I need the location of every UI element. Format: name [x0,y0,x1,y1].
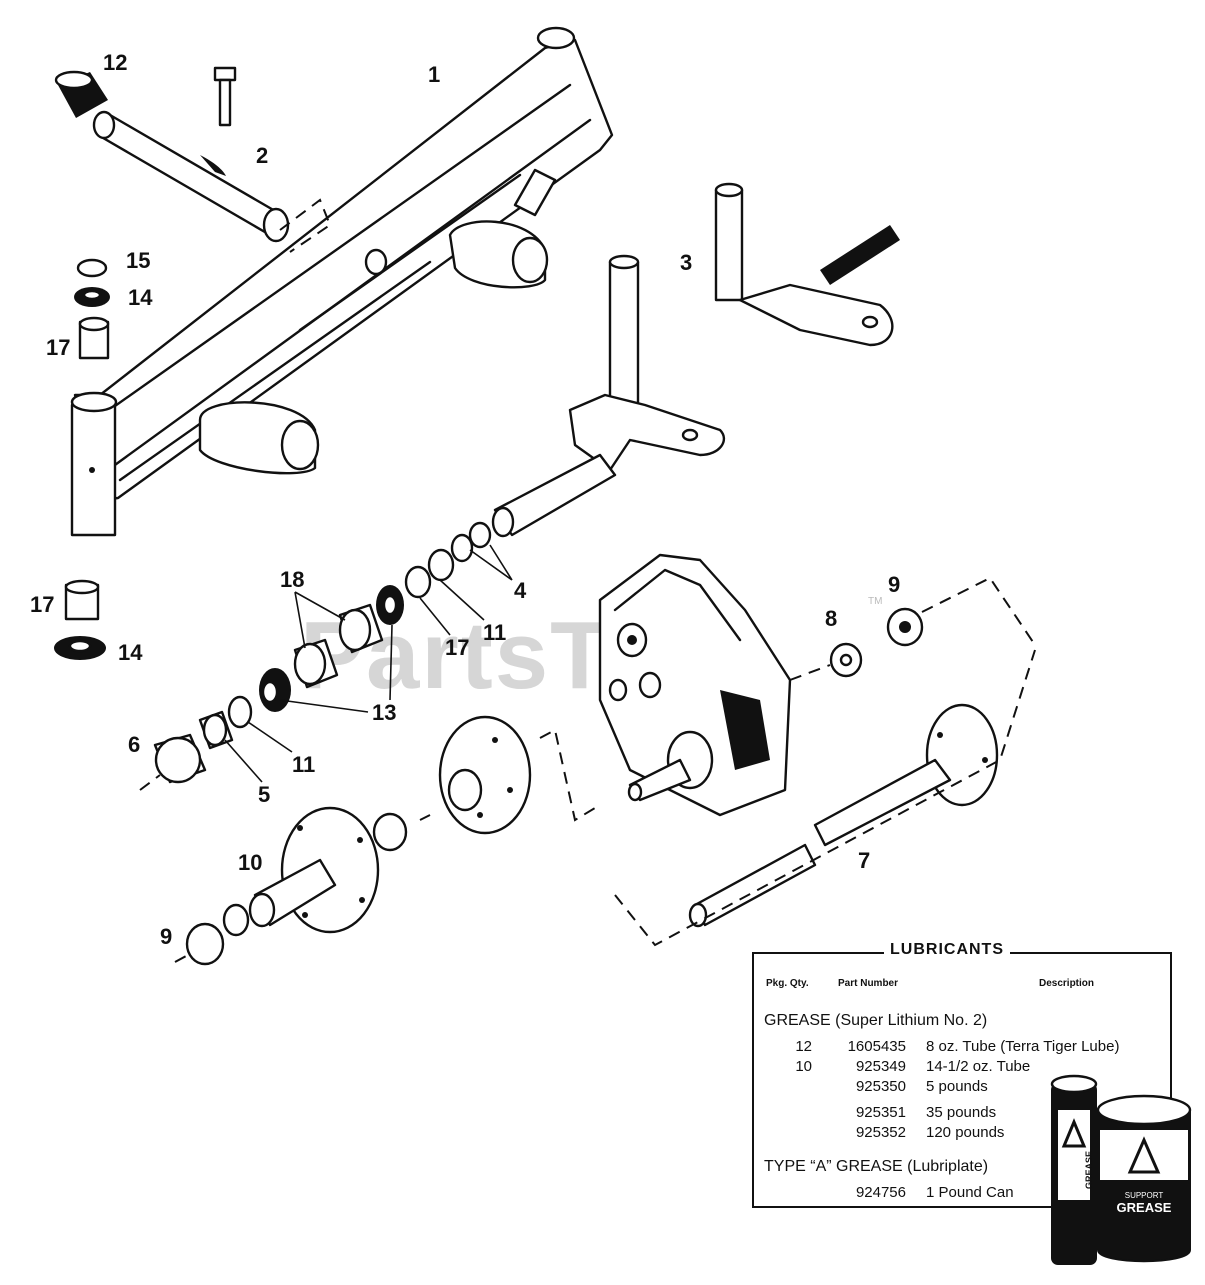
callout-12: 12 [103,50,127,75]
callout-1: 1 [428,62,440,87]
can-sublabel: SUPPORT [1125,1191,1164,1200]
callout-15: 15 [126,248,150,273]
column-header-qty: Pkg. Qty. [766,978,809,989]
callout-17-upper: 17 [46,335,70,360]
pin-cap [54,70,108,118]
callout-10: 10 [238,850,262,875]
wheel-hub-center [419,715,601,835]
tube-label: GREASE [1084,1151,1094,1189]
callouts: 1 2 3 4 5 6 7 8 9 9 10 11 11 12 13 14 14… [30,50,900,949]
callout-6: 6 [128,732,140,757]
can-label: GREASE [1117,1200,1172,1215]
callout-14-upper: 14 [128,285,153,310]
callout-17-middle: 17 [445,635,469,660]
upper-hardware-stack [74,258,110,360]
pivot-pin [92,66,332,253]
callout-11-lower: 11 [292,752,315,777]
callout-4: 4 [514,578,527,603]
bearing-set [139,585,404,791]
type-a-grease-heading: TYPE “A” GREASE (Lubriplate) [764,1158,989,1175]
steering-spindle-right [714,182,900,347]
callout-7: 7 [858,848,870,873]
transaxle-housing [598,553,792,817]
lower-hardware-stack [54,579,106,660]
spindle-washers [404,521,492,599]
callout-18: 18 [280,567,304,592]
callout-3: 3 [680,250,692,275]
right-washer-nut [789,576,1036,681]
axle-beam [70,26,614,537]
callout-17-lower: 17 [30,592,54,617]
callout-9-right: 9 [888,572,900,597]
callout-8: 8 [825,606,837,631]
steering-spindle [491,254,726,538]
grease-heading: GREASE (Super Lithium No. 2) [764,1012,988,1029]
column-header-description: Description [1039,978,1095,989]
watermark-trademark: TM [868,596,882,607]
callout-2: 2 [256,143,268,168]
grease-can: SUPPORT GREASE [1096,1094,1192,1263]
callout-13: 13 [372,700,396,725]
axle-shaft [614,649,1036,947]
wheel-hub-left [174,806,408,966]
callout-5: 5 [258,782,270,807]
callout-14-lower: 14 [118,640,143,665]
callout-11-upper: 11 [483,620,506,645]
grease-containers-illustration: SUPPORT GREASE GREASE [1050,1074,1192,1265]
callout-9-left: 9 [160,924,172,949]
lubricants-title: LUBRICANTS [884,941,1010,959]
grease-tube: GREASE [1050,1074,1098,1265]
column-header-part: Part Number [838,978,899,989]
